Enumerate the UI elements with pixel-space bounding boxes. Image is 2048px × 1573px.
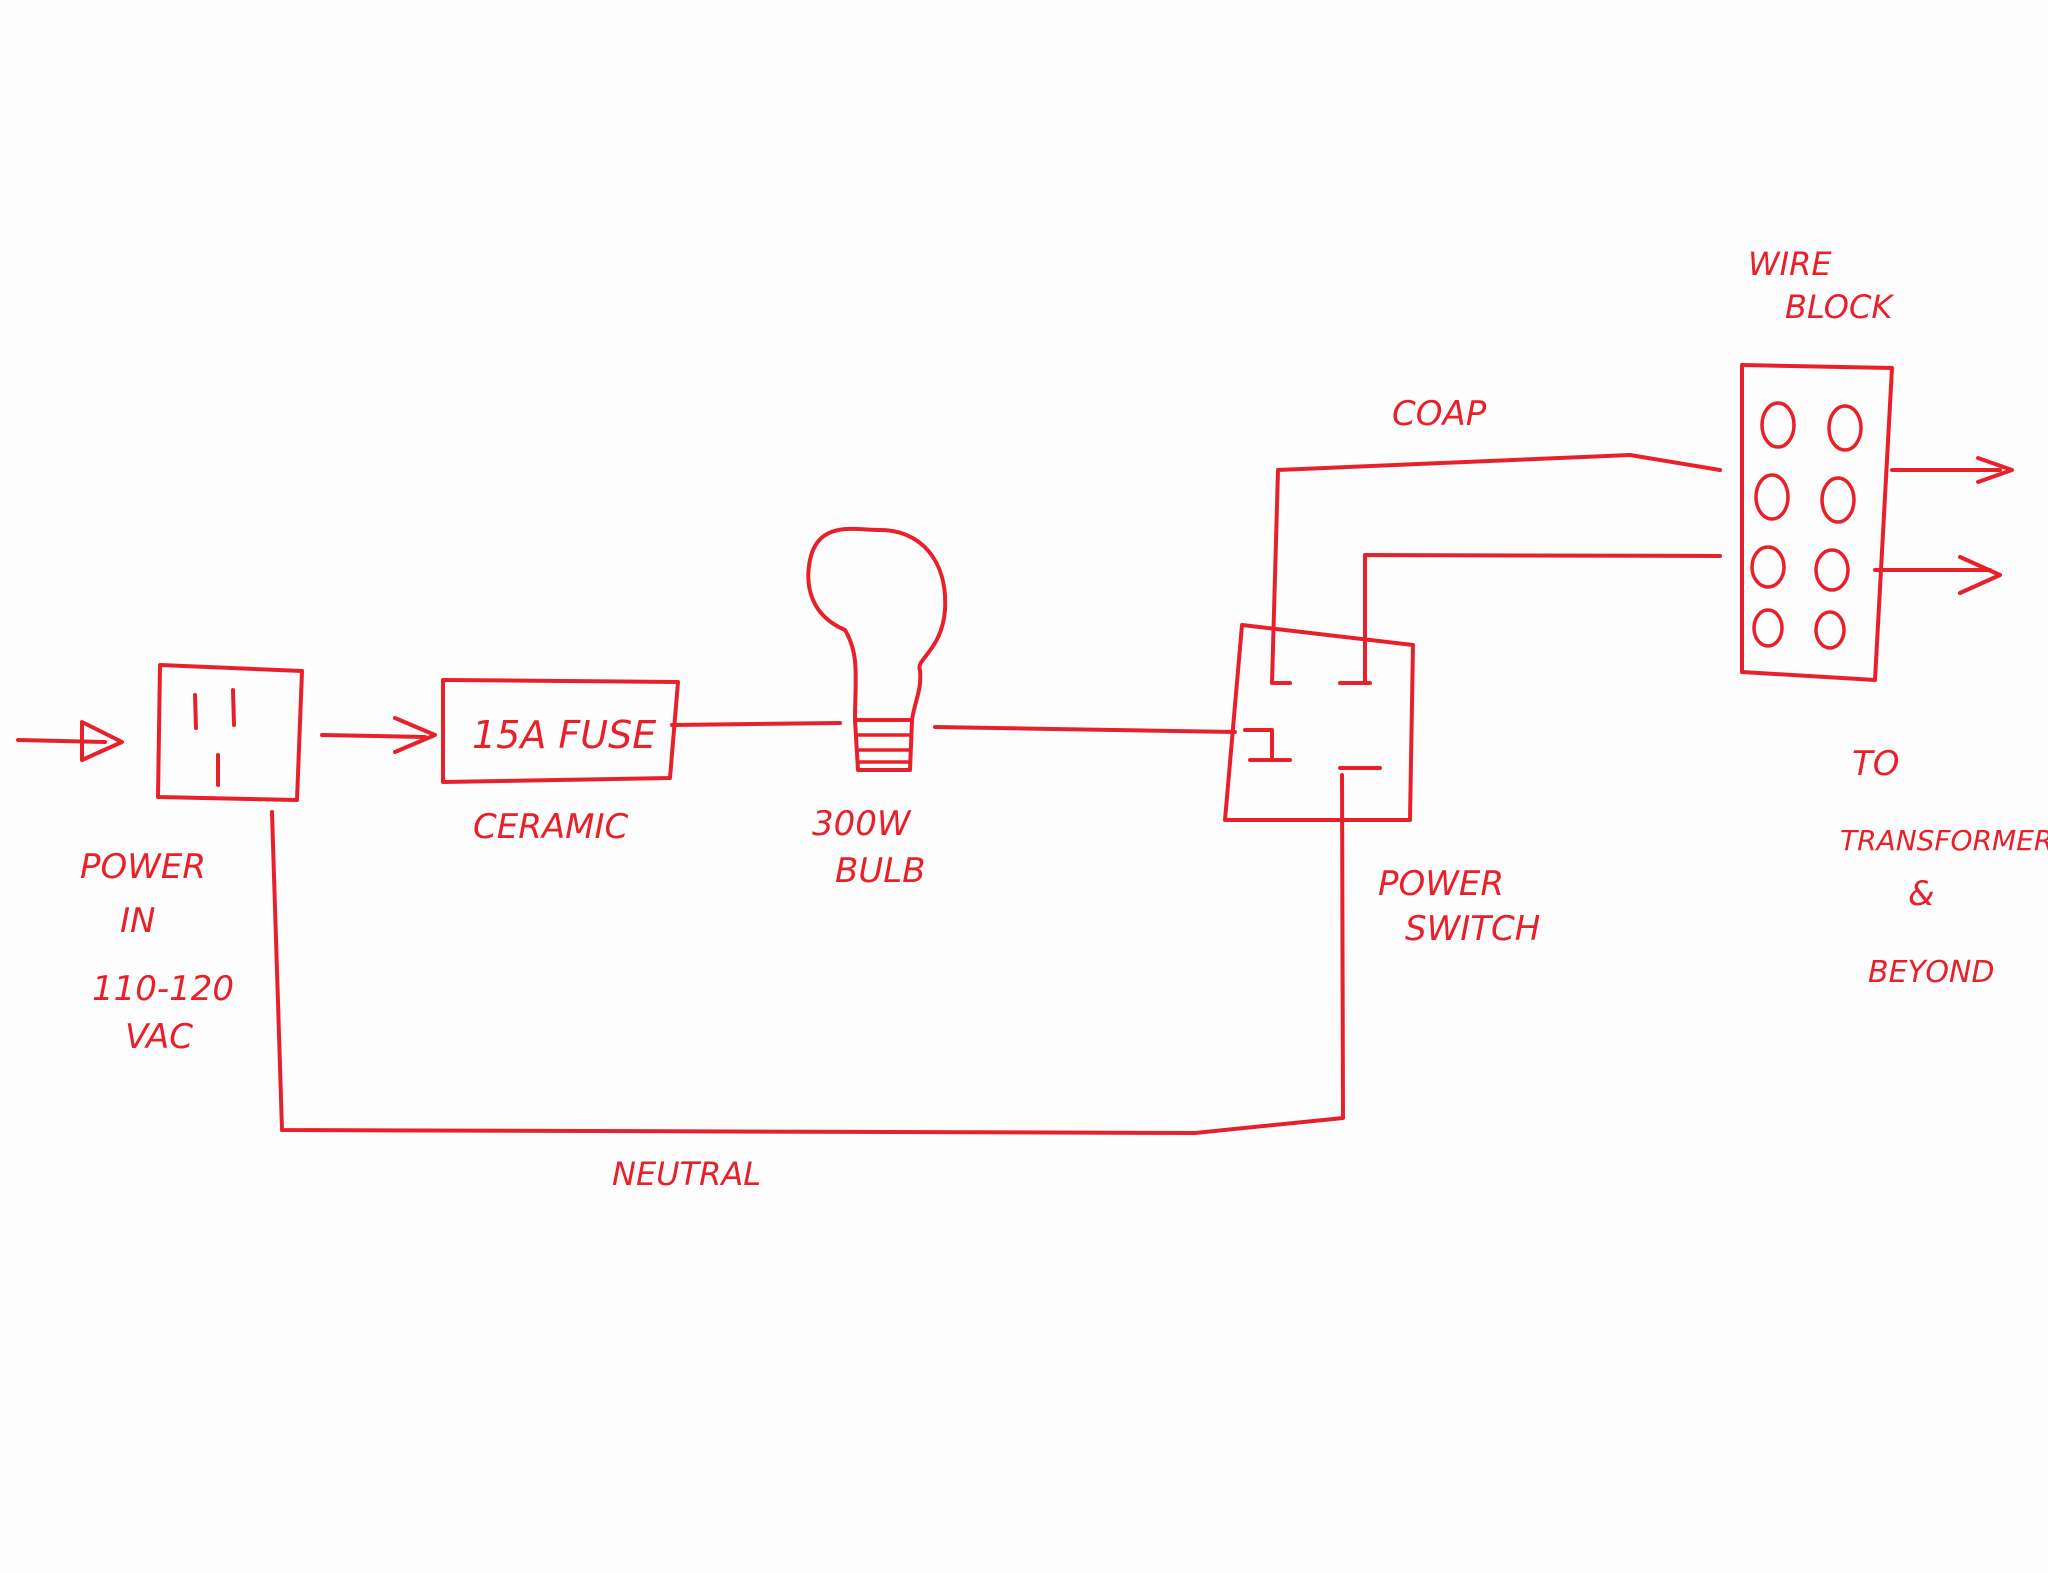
wire-switched xyxy=(1363,553,1722,685)
destination-label-1: TO xyxy=(1852,744,1900,784)
output-arrows xyxy=(1873,456,2014,595)
bulb-type-label: BULB xyxy=(835,851,925,891)
ceramic-label: CERAMIC xyxy=(473,807,628,847)
wire-neutral xyxy=(270,773,1345,1135)
power-in-label-1: POWER xyxy=(80,847,206,887)
fuse-box: 15A FUSE xyxy=(441,678,680,784)
neutral-label: NEUTRAL xyxy=(612,1155,761,1193)
wire-bulb-to-switch xyxy=(933,725,1237,734)
power-switch xyxy=(1223,623,1415,822)
power-in-label-2: IN xyxy=(120,901,155,941)
bulb-rating-label: 300W xyxy=(812,804,912,844)
power-in-label-3: 110-120 xyxy=(92,969,234,1009)
destination-label-4: BEYOND xyxy=(1868,955,1995,990)
wire-block-label-2: BLOCK xyxy=(1785,288,1895,326)
power-switch-label-1: POWER xyxy=(1378,864,1504,904)
wire-fuse-to-bulb xyxy=(670,721,842,727)
arrow-to-fuse xyxy=(320,716,437,754)
power-switch-label-2: SWITCH xyxy=(1405,909,1540,949)
bulb-icon xyxy=(806,526,948,772)
wire-block xyxy=(1740,363,1894,682)
power-inlet xyxy=(156,663,304,802)
input-arrow xyxy=(16,720,124,762)
hot-wire-label: COAP xyxy=(1392,394,1487,434)
fuse-label: 15A FUSE xyxy=(472,713,656,757)
destination-label-2: TRANSFORMER xyxy=(1840,824,2048,857)
wire-block-label-1: WIRE xyxy=(1748,245,1832,283)
power-in-label-4: VAC xyxy=(125,1017,193,1057)
wire-hot xyxy=(1270,453,1722,685)
destination-label-3: & xyxy=(1908,874,1935,914)
